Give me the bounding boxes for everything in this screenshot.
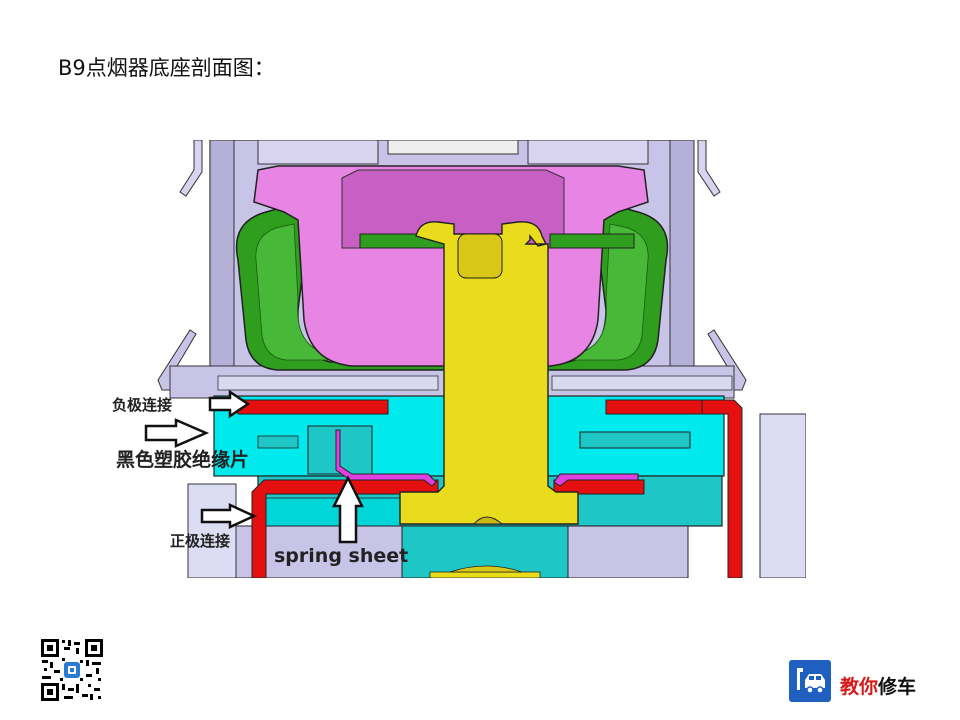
arrow-spring-sheet	[331, 475, 365, 544]
arrow-positive	[200, 503, 258, 529]
label-spring-sheet: spring sheet	[274, 545, 408, 567]
red-contacts	[237, 399, 743, 578]
arrow-negative	[208, 389, 251, 419]
brand-name-part1: 教你	[840, 676, 879, 698]
slide-title: B9点烟器底座剖面图：	[58, 56, 275, 80]
label-positive-connection: 正极连接	[170, 532, 230, 550]
label-negative-connection: 负极连接	[112, 396, 172, 414]
car-repair-icon	[789, 660, 831, 702]
yellow-center-pin	[399, 221, 579, 578]
brand-name: 教你修车	[840, 672, 916, 699]
arrow-insulator	[144, 418, 210, 448]
lighter-base-cross-section-diagram: 负极连接 黑色塑胶绝缘片 正极连接 spring sheet	[98, 140, 806, 578]
label-black-plastic-insulator: 黑色塑胶绝缘片	[116, 448, 249, 471]
qr-code-icon	[40, 638, 104, 702]
magenta-spring-sheet	[335, 429, 639, 487]
brand-name-part2: 修车	[878, 676, 917, 698]
